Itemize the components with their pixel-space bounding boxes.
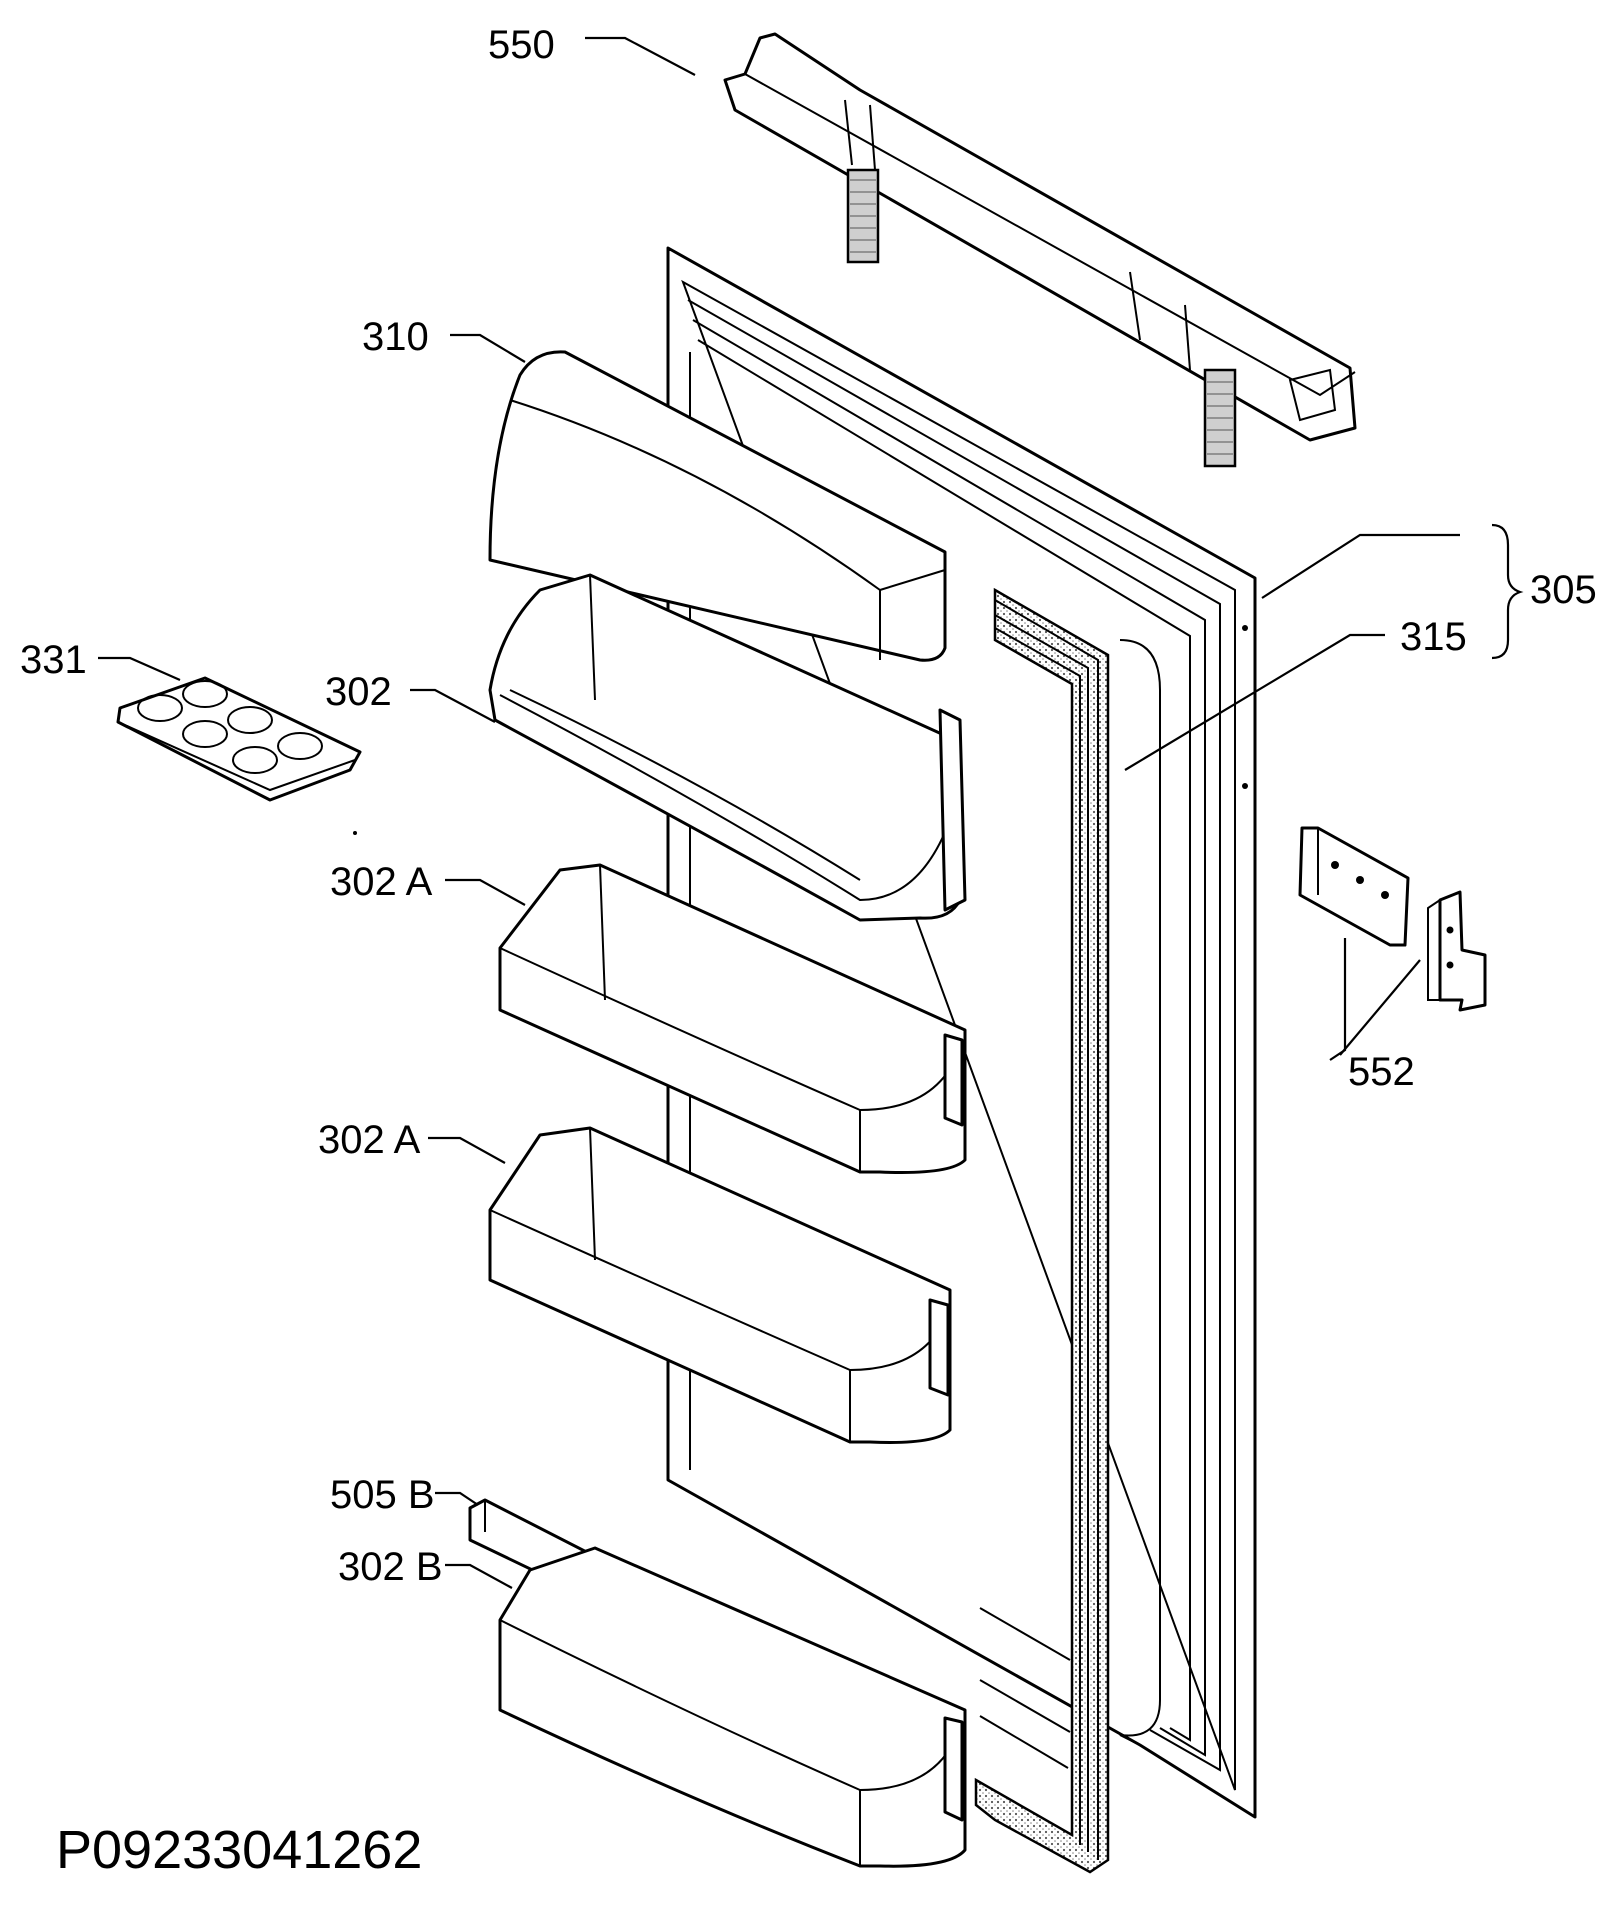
hinge-bracket-1 xyxy=(1298,826,1410,947)
leader-315 xyxy=(1124,633,1385,771)
callout-305: 305 xyxy=(1530,568,1597,612)
callout-302b: 302 B xyxy=(338,1545,443,1589)
callout-302a-lower: 302 A xyxy=(318,1118,421,1162)
callout-315: 315 xyxy=(1400,615,1467,659)
callout-302: 302 xyxy=(325,670,392,714)
hinge-bracket-2 xyxy=(1427,890,1487,1012)
door-shelf-upper xyxy=(498,863,967,1174)
door-gasket xyxy=(974,587,1110,1874)
leader-552b xyxy=(1339,959,1421,1056)
callout-302a-upper: 302 A xyxy=(330,860,433,904)
leader-550 xyxy=(585,36,696,76)
callout-505b: 505 B xyxy=(330,1473,435,1517)
leader-552 xyxy=(1329,938,1347,1061)
leader-302a-2 xyxy=(428,1136,506,1164)
leader-505b xyxy=(435,1491,479,1506)
leader-305 xyxy=(1261,533,1460,599)
callout-331: 331 xyxy=(20,638,87,682)
egg-tray xyxy=(116,676,362,835)
dairy-tray xyxy=(488,573,967,922)
leader-lines xyxy=(98,36,1524,1589)
door-shelf-lower xyxy=(488,1126,952,1444)
leader-310 xyxy=(450,333,526,363)
drawing-code: P09233041262 xyxy=(56,1820,422,1880)
leader-302b xyxy=(445,1563,513,1589)
callout-310: 310 xyxy=(362,315,429,359)
brace-305 xyxy=(1491,523,1524,660)
callout-550: 550 xyxy=(488,23,555,67)
bottle-shelf xyxy=(498,1546,967,1868)
callout-552: 552 xyxy=(1348,1050,1415,1094)
leader-331 xyxy=(98,656,181,682)
leader-302a-1 xyxy=(445,878,526,906)
leader-302 xyxy=(410,688,496,723)
top-hinge-cover xyxy=(723,32,1357,468)
